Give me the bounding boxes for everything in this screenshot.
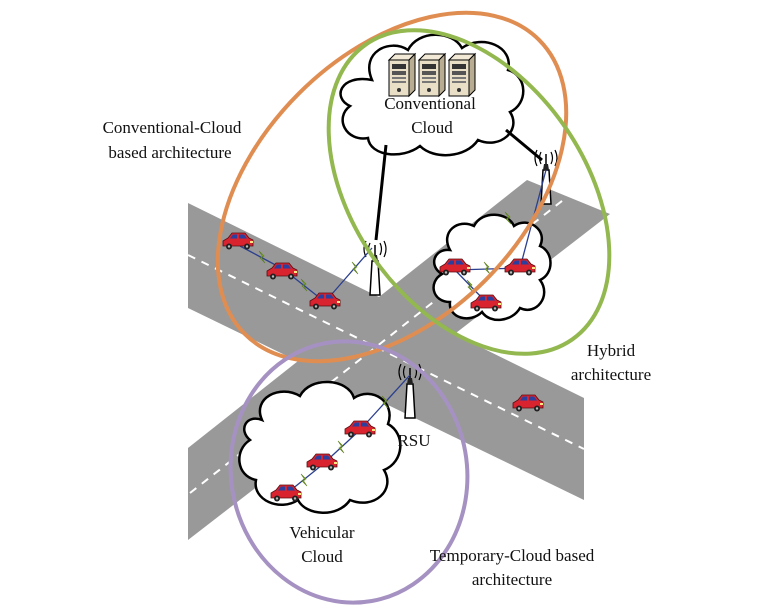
horizontal-lane-marking [187, 254, 585, 450]
road-network [187, 180, 610, 540]
temporary-cloud-architecture-label: Temporary-Cloud based [430, 546, 595, 565]
server-icon [418, 53, 446, 97]
conventional-architecture-label-line2: based architecture [108, 143, 231, 162]
conventional-architecture-label: Conventional-Cloud [103, 118, 242, 137]
temporary-cloud-architecture-ellipse [228, 339, 470, 605]
cloud-to-hybrid-tower-wire [505, 128, 543, 162]
hybrid-architecture-label: Hybrid [587, 341, 636, 360]
vehicular-cloud-label-line2: Cloud [301, 547, 343, 566]
server-rack [388, 53, 476, 97]
vehicular-cloud-label: Vehicular [289, 523, 354, 542]
vehicular-cloud-icon [238, 380, 402, 514]
server-icon [388, 53, 416, 97]
cloud-to-tower-wire [374, 144, 388, 241]
conventional-cloud-label-line2: Cloud [411, 118, 453, 137]
rsu-label: RSU [397, 431, 430, 450]
conventional-cloud-label: Conventional [384, 94, 476, 113]
hybrid-architecture-ellipse [326, 28, 612, 356]
server-icon [448, 53, 476, 97]
diagonal-road [188, 180, 610, 540]
hybrid-architecture-label-line2: architecture [571, 365, 651, 384]
temporary-cloud-architecture-label-line2: architecture [472, 570, 552, 589]
wireless-bolt-icon [351, 261, 359, 275]
conventional-cloud-architecture-ellipse [215, 10, 569, 364]
